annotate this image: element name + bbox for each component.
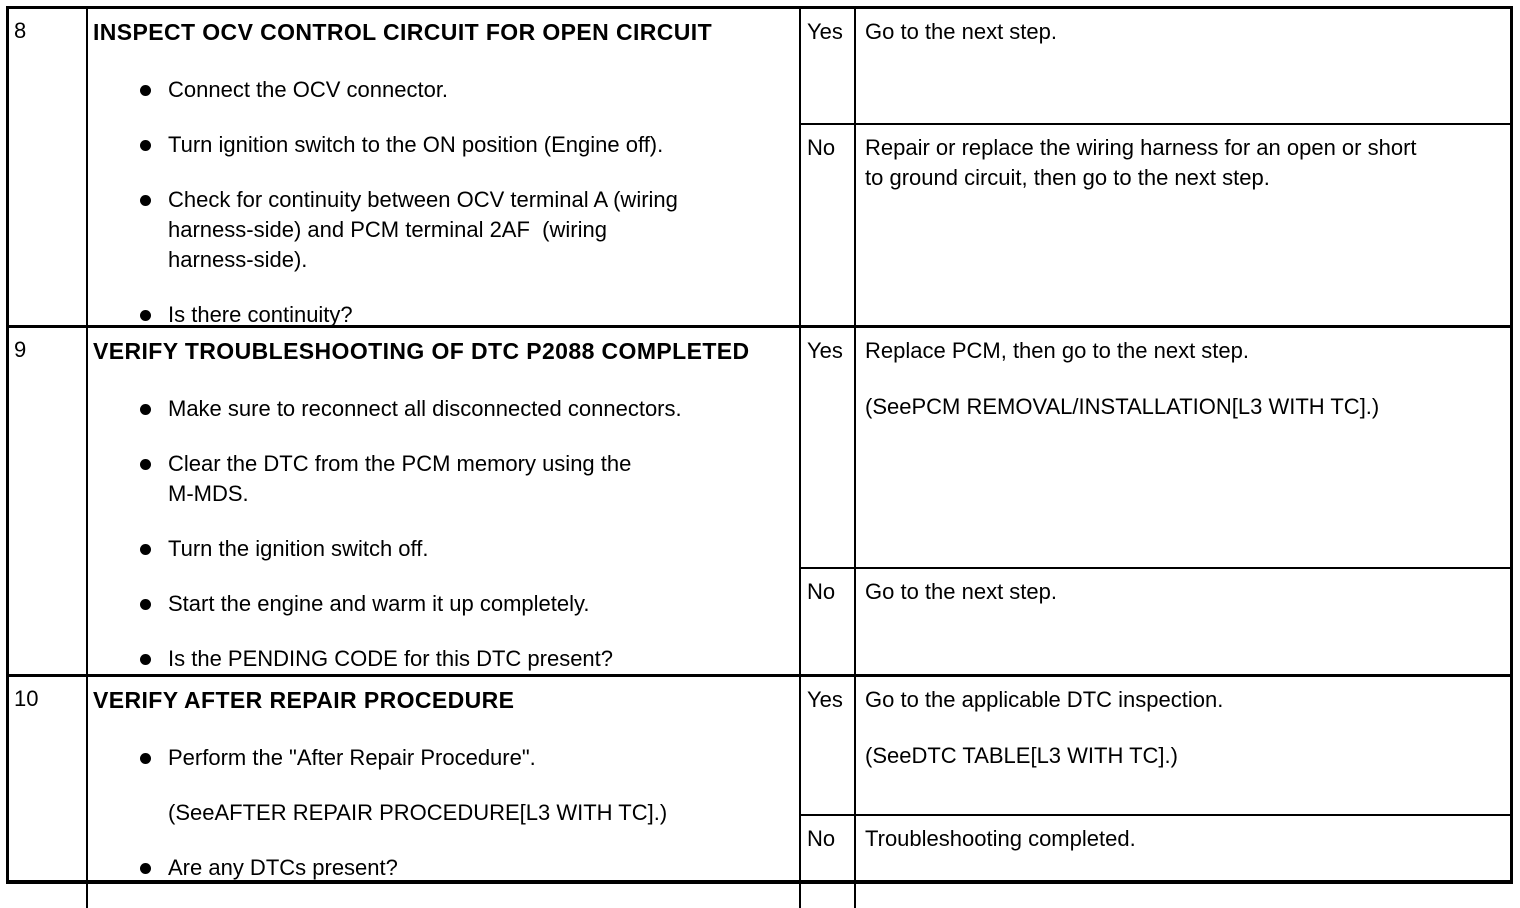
- yes-action-cell: Go to the applicable DTC inspection. (Se…: [854, 677, 1510, 816]
- bullet-icon: [140, 85, 151, 96]
- step-row: 10 VERIFY AFTER REPAIR PROCEDURE Perform…: [9, 677, 1510, 908]
- list-item: Turn the ignition switch off.: [88, 534, 799, 564]
- action-line: Go to the next step.: [865, 579, 1058, 604]
- list-item: Connect the OCV connector.: [88, 75, 799, 105]
- action-line: Repair or replace the wiring harness for…: [865, 135, 1417, 160]
- item-line: Connect the OCV connector.: [168, 77, 449, 102]
- yes-label-cell: Yes: [799, 677, 854, 816]
- yes-label-cell: Yes: [799, 9, 854, 125]
- item-line: Turn the ignition switch off.: [168, 536, 429, 561]
- yes-label: Yes: [807, 687, 843, 712]
- step-number: 9: [14, 337, 27, 362]
- bullet-icon: [140, 140, 151, 151]
- action-line: to ground circuit, then go to the next s…: [865, 165, 1270, 190]
- step-number: 8: [14, 18, 27, 43]
- action-line: Replace PCM, then go to the next step.: [865, 338, 1250, 363]
- no-label-cell: No: [799, 125, 854, 325]
- no-action-cell: Repair or replace the wiring harness for…: [854, 125, 1510, 325]
- inspection-title: INSPECT OCV CONTROL CIRCUIT FOR OPEN CIR…: [93, 19, 713, 45]
- item-line: Turn ignition switch to the ON position …: [168, 132, 664, 157]
- item-line: Is there continuity?: [168, 302, 353, 325]
- list-item: Check for continuity between OCV termina…: [88, 185, 799, 275]
- item-line: Are any DTCs present?: [168, 855, 398, 880]
- no-label: No: [807, 579, 836, 604]
- list-item: Is the PENDING CODE for this DTC present…: [88, 644, 799, 674]
- troubleshooting-table: 8 INSPECT OCV CONTROL CIRCUIT FOR OPEN C…: [6, 6, 1513, 908]
- bullet-icon: [140, 404, 151, 415]
- inspection-title: VERIFY AFTER REPAIR PROCEDURE: [93, 687, 515, 713]
- no-label: No: [807, 135, 836, 160]
- inspection-title: VERIFY TROUBLESHOOTING OF DTC P2088 COMP…: [93, 338, 750, 364]
- item-line: Is the PENDING CODE for this DTC present…: [168, 646, 614, 671]
- no-label-cell: No: [799, 816, 854, 908]
- item-line: Make sure to reconnect all disconnected …: [168, 396, 682, 421]
- inspection-cell: VERIFY TROUBLESHOOTING OF DTC P2088 COMP…: [86, 328, 799, 674]
- yes-action-cell: Go to the next step.: [854, 9, 1510, 125]
- bullet-icon: [140, 195, 151, 206]
- item-line: Perform the "After Repair Procedure".: [168, 745, 536, 770]
- item-line: Check for continuity between OCV termina…: [168, 187, 678, 212]
- yes-label-cell: Yes: [799, 328, 854, 569]
- action-line: Troubleshooting completed.: [865, 826, 1136, 851]
- no-label: No: [807, 826, 836, 851]
- action-line: (SeeDTC TABLE[L3 WITH TC].): [865, 743, 1178, 768]
- item-line: M-MDS.: [168, 481, 249, 506]
- bullet-icon: [140, 654, 151, 665]
- list-item: Is there continuity?: [88, 300, 799, 325]
- list-item: Are any DTCs present?: [88, 853, 799, 883]
- yes-label: Yes: [807, 338, 843, 363]
- list-item: Perform the "After Repair Procedure".: [88, 743, 799, 773]
- step-row: 8 INSPECT OCV CONTROL CIRCUIT FOR OPEN C…: [9, 9, 1510, 328]
- yes-action-cell: Replace PCM, then go to the next step. (…: [854, 328, 1510, 569]
- inspection-cell: VERIFY AFTER REPAIR PROCEDURE Perform th…: [86, 677, 799, 908]
- list-item: (SeeAFTER REPAIR PROCEDURE[L3 WITH TC].): [88, 798, 799, 828]
- action-line: Go to the next step.: [865, 19, 1058, 44]
- bullet-icon: [140, 753, 151, 764]
- step-row: 9 VERIFY TROUBLESHOOTING OF DTC P2088 CO…: [9, 328, 1510, 677]
- yes-label: Yes: [807, 19, 843, 44]
- no-action-cell: Troubleshooting completed.: [854, 816, 1510, 908]
- bullet-icon: [140, 863, 151, 874]
- action-line: (SeePCM REMOVAL/INSTALLATION[L3 WITH TC]…: [865, 394, 1380, 419]
- list-item: Clear the DTC from the PCM memory using …: [88, 449, 799, 509]
- item-line: (SeeAFTER REPAIR PROCEDURE[L3 WITH TC].): [168, 800, 668, 825]
- list-item: Make sure to reconnect all disconnected …: [88, 394, 799, 424]
- item-line: harness-side).: [168, 247, 308, 272]
- item-line: harness-side) and PCM terminal 2AF (wiri…: [168, 217, 607, 242]
- item-line: Start the engine and warm it up complete…: [168, 591, 590, 616]
- bullet-icon: [140, 544, 151, 555]
- no-label-cell: No: [799, 569, 854, 674]
- bullet-icon: [140, 310, 151, 321]
- step-number: 10: [14, 686, 39, 711]
- item-line: Clear the DTC from the PCM memory using …: [168, 451, 632, 476]
- list-item: Start the engine and warm it up complete…: [88, 589, 799, 619]
- bullet-icon: [140, 459, 151, 470]
- action-line: Go to the applicable DTC inspection.: [865, 687, 1224, 712]
- no-action-cell: Go to the next step.: [854, 569, 1510, 674]
- bullet-icon: [140, 599, 151, 610]
- list-item: Turn ignition switch to the ON position …: [88, 130, 799, 160]
- inspection-cell: INSPECT OCV CONTROL CIRCUIT FOR OPEN CIR…: [86, 9, 799, 325]
